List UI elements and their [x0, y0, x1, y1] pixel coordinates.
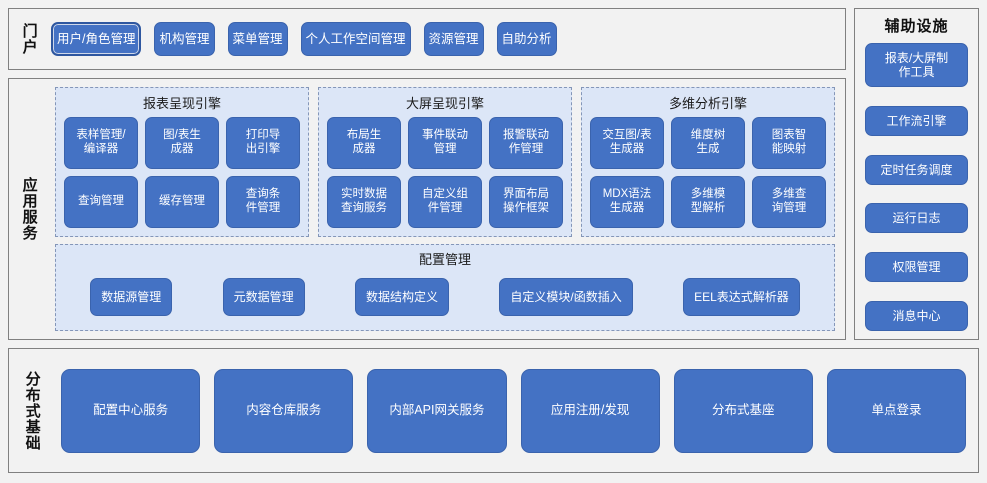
engine-0-button-3[interactable]: 查询管理 — [64, 176, 138, 228]
config-button-4[interactable]: EEL表达式解析器 — [683, 278, 800, 316]
aux-button-4[interactable]: 权限管理 — [865, 252, 968, 283]
distributed-button-1[interactable]: 内容仓库服务 — [214, 368, 354, 453]
aux-facilities-panel: 辅助设施 报表/大屏制 作工具工作流引擎定时任务调度运行日志权限管理消息中心 — [854, 8, 979, 340]
config-button-0[interactable]: 数据源管理 — [90, 278, 173, 316]
engine-1-button-1[interactable]: 事件联动 管理 — [408, 117, 482, 169]
engine-0-button-1[interactable]: 图/表生 成器 — [145, 117, 219, 169]
engine-group-2: 多维分析引擎交互图/表 生成器维度树 生成图表智 能映射 MDX语法 生成器多维模… — [581, 87, 835, 237]
config-button-2[interactable]: 数据结构定义 — [354, 278, 449, 316]
engine-2-button-3[interactable]: MDX语法 生成器 — [590, 176, 664, 228]
engine-2-button-0[interactable]: 交互图/表 生成器 — [590, 117, 664, 169]
portal-button-3[interactable]: 个人工作空间管理 — [300, 22, 411, 56]
engine-2-button-4[interactable]: 多维模 型解析 — [671, 176, 745, 228]
portal-button-1[interactable]: 机构管理 — [154, 22, 215, 56]
portal-button-2[interactable]: 菜单管理 — [227, 22, 288, 56]
distributed-button-row: 配置中心服务内容仓库服务内部API网关服务应用注册/发现分布式基座单点登录 — [55, 349, 978, 472]
portal-panel: 门户 用户/角色管理机构管理菜单管理个人工作空间管理资源管理自助分析 — [8, 8, 846, 70]
engine-group-grid-1: 布局生 成器事件联动 管理报警联动 作管理实时数据 查询服务自定义组 件管理界面… — [327, 117, 563, 228]
portal-button-5[interactable]: 自助分析 — [496, 22, 557, 56]
aux-button-0[interactable]: 报表/大屏制 作工具 — [865, 43, 968, 87]
engine-2-button-5[interactable]: 多维查 询管理 — [752, 176, 826, 228]
engine-group-1: 大屏呈现引擎布局生 成器事件联动 管理报警联动 作管理实时数据 查询服务自定义组… — [318, 87, 572, 237]
aux-button-2[interactable]: 定时任务调度 — [865, 154, 968, 185]
aux-button-1[interactable]: 工作流引擎 — [865, 105, 968, 136]
engine-0-button-5[interactable]: 查询条 件管理 — [226, 176, 300, 228]
engine-1-button-0[interactable]: 布局生 成器 — [327, 117, 401, 169]
engine-group-grid-0: 表样管理/ 编译器图/表生 成器打印导 出引擎查询管理缓存管理查询条 件管理 — [64, 117, 300, 228]
app-services-body: 报表呈现引擎表样管理/ 编译器图/表生 成器打印导 出引擎查询管理缓存管理查询条… — [49, 79, 845, 339]
aux-facilities-list: 报表/大屏制 作工具工作流引擎定时任务调度运行日志权限管理消息中心 — [865, 43, 968, 331]
distributed-button-3[interactable]: 应用注册/发现 — [520, 368, 660, 453]
engine-2-button-2[interactable]: 图表智 能映射 — [752, 117, 826, 169]
portal-label: 门户 — [9, 9, 49, 69]
distributed-foundation-label: 分布式基础 — [9, 349, 55, 472]
distributed-button-2[interactable]: 内部API网关服务 — [367, 368, 507, 453]
config-button-3[interactable]: 自定义模块/函数插入 — [499, 278, 633, 316]
engine-group-title-2: 多维分析引擎 — [668, 96, 747, 111]
engine-group-grid-2: 交互图/表 生成器维度树 生成图表智 能映射 MDX语法 生成器多维模 型解析多维… — [590, 117, 826, 228]
engine-group-row: 报表呈现引擎表样管理/ 编译器图/表生 成器打印导 出引擎查询管理缓存管理查询条… — [55, 87, 835, 237]
distributed-foundation-panel: 分布式基础 配置中心服务内容仓库服务内部API网关服务应用注册/发现分布式基座单… — [8, 348, 979, 473]
portal-label-text: 门户 — [20, 23, 38, 55]
config-management-group: 配置管理 数据源管理 元数据管理 数据结构定义 自定义模块/函数插入 EEL表达式解析器 — [55, 244, 835, 331]
distributed-button-0[interactable]: 配置中心服务 — [61, 368, 201, 453]
engine-group-title-1: 大屏呈现引擎 — [405, 96, 484, 111]
aux-facilities-title: 辅助设施 — [884, 18, 949, 35]
app-services-label-text: 应用服务 — [20, 177, 38, 241]
aux-button-3[interactable]: 运行日志 — [865, 203, 968, 234]
engine-group-title-0: 报表呈现引擎 — [142, 96, 221, 111]
config-management-title: 配置管理 — [418, 252, 471, 267]
app-services-panel: 应用服务 报表呈现引擎表样管理/ 编译器图/表生 成器打印导 出引擎查询管理缓存… — [8, 78, 846, 340]
aux-button-5[interactable]: 消息中心 — [865, 300, 968, 331]
config-button-1[interactable]: 元数据管理 — [222, 278, 305, 316]
portal-button-row: 用户/角色管理机构管理菜单管理个人工作空间管理资源管理自助分析 — [49, 9, 845, 69]
engine-0-button-2[interactable]: 打印导 出引擎 — [226, 117, 300, 169]
portal-button-0[interactable]: 用户/角色管理 — [51, 22, 142, 56]
app-services-label: 应用服务 — [9, 79, 49, 339]
engine-1-button-5[interactable]: 界面布局 操作框架 — [489, 176, 563, 228]
distributed-button-5[interactable]: 单点登录 — [826, 368, 967, 453]
engine-1-button-3[interactable]: 实时数据 查询服务 — [327, 176, 401, 228]
engine-group-0: 报表呈现引擎表样管理/ 编译器图/表生 成器打印导 出引擎查询管理缓存管理查询条… — [55, 87, 309, 237]
engine-1-button-2[interactable]: 报警联动 作管理 — [489, 117, 563, 169]
engine-1-button-4[interactable]: 自定义组 件管理 — [408, 176, 482, 228]
config-management-row: 数据源管理 元数据管理 数据结构定义 自定义模块/函数插入 EEL表达式解析器 — [64, 272, 826, 322]
engine-2-button-1[interactable]: 维度树 生成 — [671, 117, 745, 169]
portal-button-4[interactable]: 资源管理 — [423, 22, 484, 56]
distributed-foundation-label-text: 分布式基础 — [23, 370, 41, 451]
engine-0-button-0[interactable]: 表样管理/ 编译器 — [64, 117, 138, 169]
distributed-button-4[interactable]: 分布式基座 — [673, 368, 813, 453]
engine-0-button-4[interactable]: 缓存管理 — [145, 176, 219, 228]
